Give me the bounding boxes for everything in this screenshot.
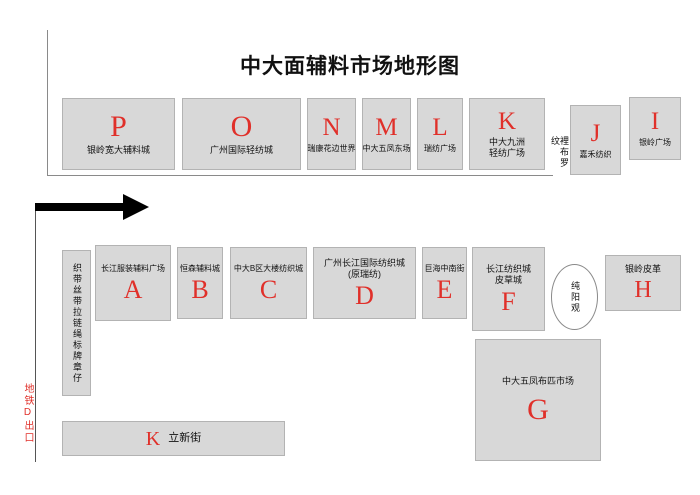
block-j-letter: J <box>590 119 601 147</box>
lining-label: 裡布罗纹 <box>550 136 569 169</box>
block-g: 中大五凤布匹市场 G <box>475 339 601 461</box>
temple-label: 纯阳观 <box>570 280 580 314</box>
border-line-top-row <box>47 175 553 176</box>
border-line-top-left <box>47 30 48 175</box>
block-e-letter: E <box>436 275 453 304</box>
block-a-letter: A <box>123 275 143 304</box>
block-i-name: 银岭广场 <box>639 138 671 147</box>
block-j: J 嘉禾纺织 <box>570 105 621 175</box>
block-a: 长江服装辅料广场 A <box>95 245 171 321</box>
block-l-letter: L <box>432 113 448 141</box>
block-o: O 广州国际轻纺城 <box>182 98 301 170</box>
block-b-name: 恒森辅料城 <box>180 264 220 273</box>
block-f-letter: F <box>501 286 516 316</box>
block-p-name: 银岭宽大辅料城 <box>86 145 150 155</box>
block-h-letter: H <box>634 277 652 303</box>
accessories-strip: 织带丝带拉链绳标牌章仔 <box>62 250 91 396</box>
block-k-street: K 立新街 <box>62 421 285 456</box>
block-n-name: 瑞康花边世界 <box>307 143 356 153</box>
accessories-strip-label: 织带丝带拉链绳标牌章仔 <box>72 262 82 384</box>
block-o-letter: O <box>230 110 253 143</box>
block-e-name: 巨海中南街 <box>424 264 465 273</box>
temple-ellipse: 纯阳观 <box>551 264 598 330</box>
block-m-name: 中大五凤东场 <box>362 143 411 153</box>
block-h-name: 银岭皮革 <box>624 264 661 274</box>
block-l-name: 瑞纺广场 <box>424 143 456 153</box>
block-k-top-letter: K <box>497 108 517 135</box>
block-l: L 瑞纺广场 <box>417 98 463 170</box>
block-n: N 瑞康花边世界 <box>307 98 356 170</box>
block-p-letter: P <box>110 110 127 143</box>
block-b-letter: B <box>191 275 209 304</box>
block-d-letter: D <box>355 280 374 310</box>
block-d: 广州长江国际纺织城 (原瑞纺) D <box>313 247 416 319</box>
block-n-letter: N <box>322 113 341 141</box>
block-m: M 中大五凤东场 <box>362 98 411 170</box>
block-g-name: 中大五凤布匹市场 <box>501 375 574 386</box>
block-i-letter: I <box>650 108 660 135</box>
block-k-top-name: 中大九洲 轻纺广场 <box>488 137 525 158</box>
block-m-letter: M <box>375 113 398 141</box>
direction-arrow-head-icon <box>123 194 149 220</box>
block-f-name: 长江纺织城 皮草城 <box>485 263 531 285</box>
page-title: 中大面辅料市场地形图 <box>240 55 460 78</box>
block-b: 恒森辅料城 B <box>177 247 223 319</box>
block-g-letter: G <box>527 392 549 426</box>
block-p: P 银岭宽大辅料城 <box>62 98 175 170</box>
block-f: 长江纺织城 皮草城 F <box>472 247 545 331</box>
direction-arrow-shaft <box>35 203 123 211</box>
block-e: 巨海中南街 E <box>422 247 467 319</box>
block-j-name: 嘉禾纺织 <box>579 149 612 159</box>
block-c-letter: C <box>259 275 278 304</box>
block-o-name: 广州国际轻纺城 <box>209 145 273 155</box>
metro-exit-label: 地铁D出口 <box>22 383 33 444</box>
block-a-name: 长江服装辅料广场 <box>101 264 165 273</box>
block-d-name: 广州长江国际纺织城 (原瑞纺) <box>323 257 405 279</box>
block-c: 中大B区大楼纺织城 C <box>230 247 307 319</box>
block-k-street-letter: K <box>145 427 161 450</box>
block-h: 银岭皮革 H <box>605 255 681 311</box>
block-i: I 银岭广场 <box>629 97 681 160</box>
block-k-top: K 中大九洲 轻纺广场 <box>469 98 545 170</box>
border-line-left <box>35 203 36 462</box>
block-k-street-name: 立新街 <box>168 432 202 444</box>
block-c-name: 中大B区大楼纺织城 <box>233 264 304 273</box>
